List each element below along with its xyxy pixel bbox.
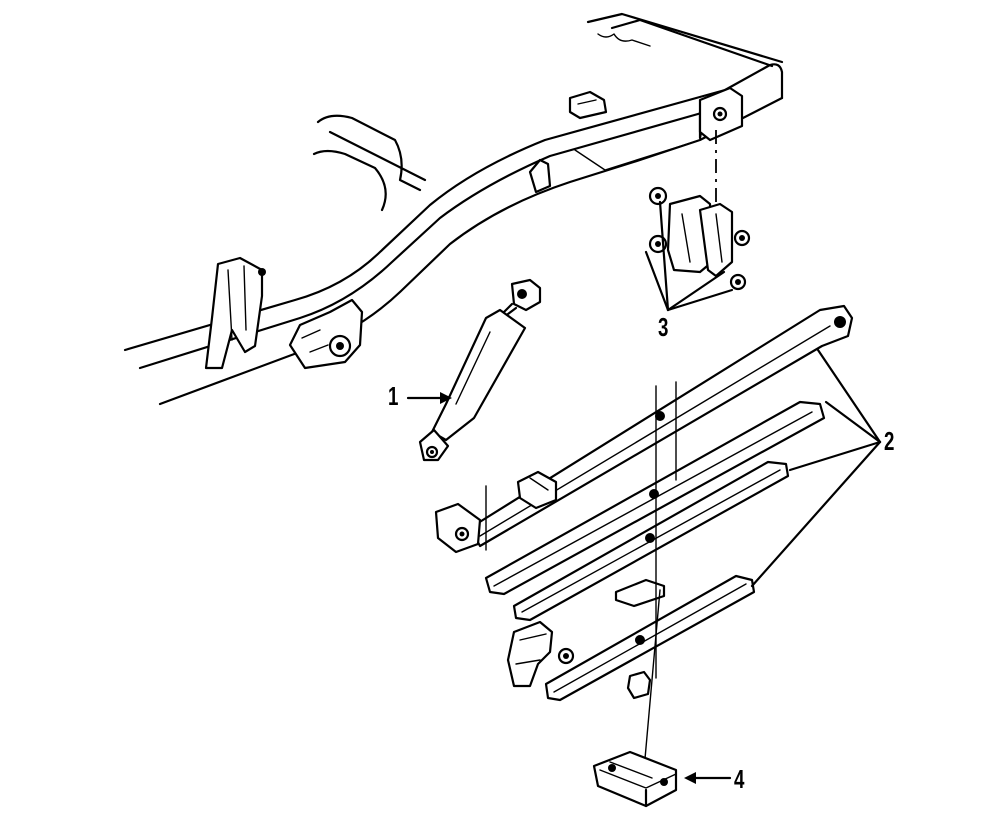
frame-rail bbox=[123, 12, 784, 406]
shock-absorber bbox=[418, 278, 542, 462]
callout-2: 2 bbox=[884, 426, 895, 456]
callout-3: 3 bbox=[658, 312, 669, 342]
leaf-spring bbox=[434, 304, 854, 771]
callout-leaders bbox=[406, 200, 882, 784]
spring-plate bbox=[592, 750, 678, 808]
callout-4: 4 bbox=[734, 764, 745, 794]
callout-1: 1 bbox=[388, 381, 399, 411]
spring-hanger bbox=[648, 130, 751, 291]
